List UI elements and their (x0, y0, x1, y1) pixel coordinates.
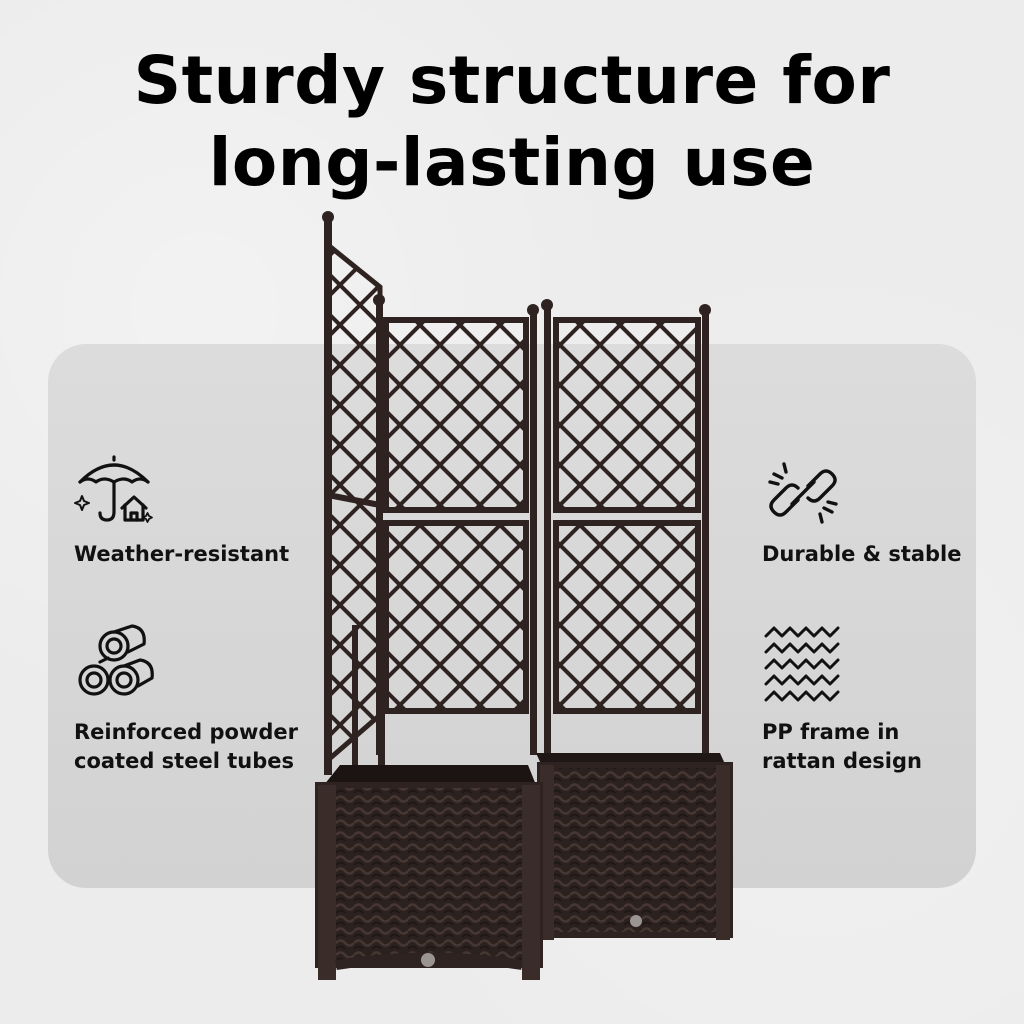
headline-line-1: Sturdy structure for (133, 42, 891, 119)
feature-label: Weather-resistant (74, 542, 290, 566)
planter-box-right (536, 753, 733, 940)
feature-weather-resistant: Weather-resistant (74, 452, 334, 569)
planter-box-left (315, 765, 543, 980)
feature-label: Durable & stable (762, 542, 962, 566)
feature-label-line-2: rattan design (762, 749, 922, 773)
feature-reinforced-tubes: Reinforced powder coated steel tubes (74, 622, 334, 776)
feature-label-line-2: coated steel tubes (74, 749, 294, 773)
chain-link-icon (768, 462, 838, 524)
feature-label: Reinforced powder coated steel tubes (74, 718, 334, 776)
feature-durable-stable: Durable & stable (762, 452, 1022, 569)
feature-label: PP frame in rattan design (762, 718, 1022, 776)
feature-label-line-1: Reinforced powder (74, 720, 299, 744)
headline: Sturdy structure for long-lasting use (0, 40, 1024, 204)
front-trellis-right (541, 299, 711, 755)
feature-label-line-1: PP frame in (762, 720, 900, 744)
rattan-weave-icon (764, 626, 840, 702)
planter-trellis-illustration (315, 211, 733, 980)
front-trellis-left (373, 294, 539, 755)
headline-line-2: long-lasting use (208, 124, 816, 201)
steel-tubes-icon (78, 624, 154, 696)
feature-pp-rattan: PP frame in rattan design (762, 622, 1022, 776)
umbrella-house-icon (74, 455, 153, 523)
